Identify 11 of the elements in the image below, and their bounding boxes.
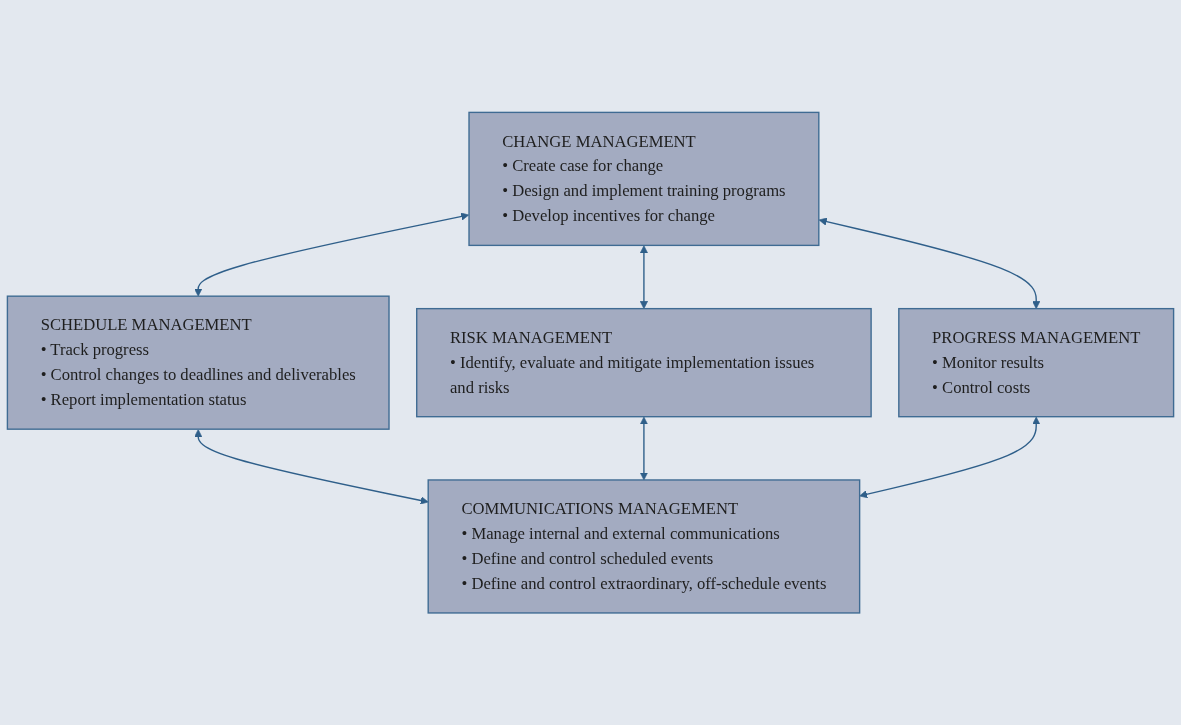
node-box: RISK MANAGEMENT • Identify, evaluate and mitigate implementation issues and risks: [416, 307, 872, 418]
node-box: PROGRESS MANAGEMENT • Monitor results • Control costs: [898, 307, 1175, 418]
arrow: [194, 212, 469, 297]
node-box: CHANGE MANAGEMENT • Create case for change • Design and implement training programs • Develop incentives for change: [468, 111, 820, 246]
arrow: [818, 217, 1041, 309]
node-box: SCHEDULE MANAGEMENT • Track progress • Control changes to deadlines and deliverables • Report implementation status: [6, 295, 390, 430]
arrow: [194, 429, 429, 505]
arrow: [859, 416, 1041, 499]
arrow: [639, 416, 648, 481]
arrow: [639, 245, 648, 309]
node-box: COMMUNICATIONS MANAGEMENT • Manage internal and external communications • Define and control scheduled events • Define and control extraordinary, off-schedule events: [427, 479, 861, 614]
